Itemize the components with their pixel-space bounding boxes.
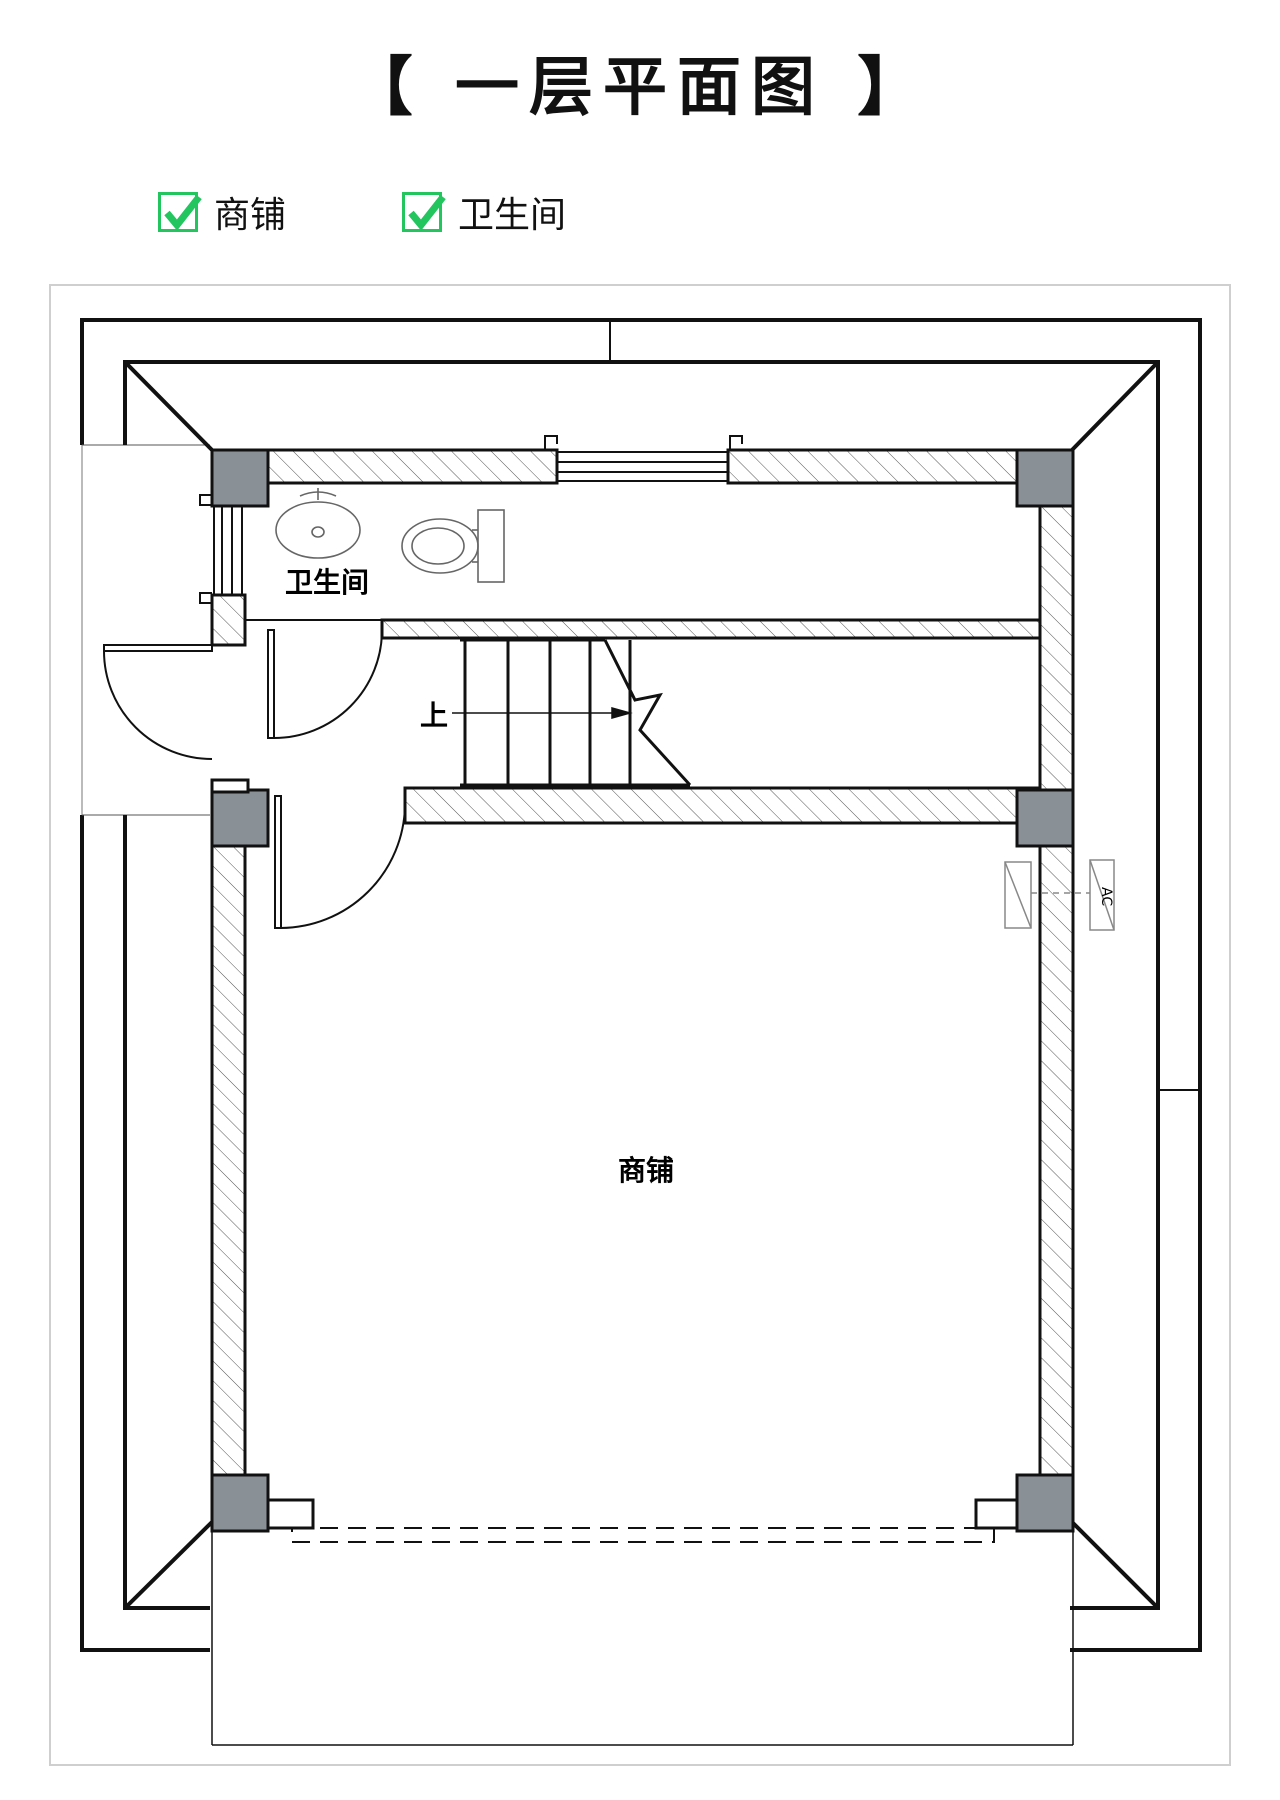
window-top: [544, 435, 743, 482]
wall-stair-shop: [403, 786, 1042, 825]
room-label-shop: 商铺: [618, 1154, 674, 1187]
roof-diagonals: [123, 360, 1160, 1610]
wall-right: [1038, 481, 1075, 1525]
legend-item-shop: 商铺: [158, 186, 286, 238]
stair-up-label: 上: [420, 699, 448, 732]
room-label-bathroom: 卫生间: [285, 566, 369, 599]
toilet-icon: [401, 509, 505, 583]
ac-label: AC: [1098, 887, 1114, 906]
check-icon: [402, 192, 446, 232]
wall-bathroom-stair: [380, 618, 1042, 640]
window-left: [199, 494, 243, 604]
door-shop: [274, 795, 406, 929]
page-title: 【 一层平面图 】: [348, 51, 932, 125]
roof-outline: [123, 360, 1160, 1610]
stair-arrow-icon: [452, 707, 633, 719]
door-entry: [103, 644, 213, 760]
wall-left: [210, 813, 247, 1482]
drawing-frame: [49, 284, 1231, 1766]
legend-label-bathroom: 卫生间: [458, 195, 567, 236]
columns: [210, 448, 1075, 1533]
legend-label-shop: 商铺: [214, 195, 287, 236]
outer-outline: [80, 318, 1202, 1652]
legend-item-bathroom: 卫生间: [402, 186, 566, 238]
door-bathroom: [267, 629, 383, 739]
sink-icon: [275, 488, 361, 559]
storefront-line: [291, 1527, 995, 1543]
check-icon: [158, 192, 202, 232]
ac-unit-icon: [1004, 859, 1115, 931]
